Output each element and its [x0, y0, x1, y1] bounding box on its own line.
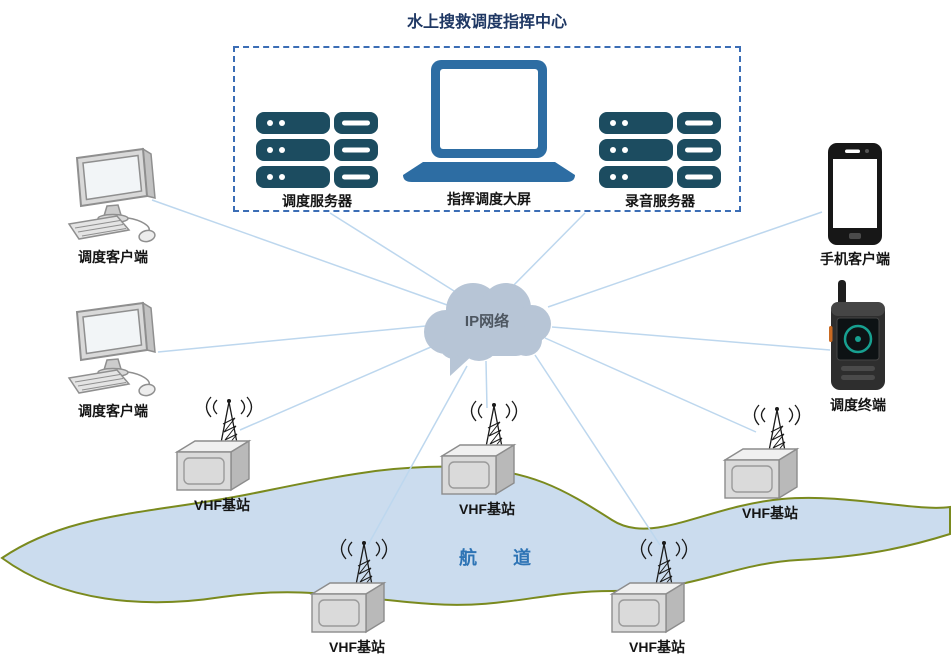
command-screen-label: 指挥调度大屏	[447, 191, 531, 207]
keyboard	[67, 215, 131, 240]
connection-line	[534, 354, 661, 546]
vhf-station-bottom-left-node: VHF基站	[302, 538, 412, 657]
equipment-box	[439, 443, 517, 496]
recording-server-node: 录音服务器	[592, 112, 728, 211]
ip-network-node: IP网络	[416, 274, 558, 378]
recording-server-label: 录音服务器	[625, 193, 695, 209]
ip-network-label: IP网络	[464, 313, 510, 330]
monitor	[75, 147, 156, 224]
vhf-station-center-node: VHF基站	[432, 400, 542, 519]
dispatch-server-node: 调度服务器	[249, 112, 385, 211]
vhf-station-bottom-left-label: VHF基站	[329, 639, 385, 655]
vhf-base-station-icon	[609, 538, 688, 634]
monitor	[75, 301, 156, 378]
equipment-box	[174, 439, 252, 492]
connection-line	[151, 199, 451, 307]
vhf-station-bottom-right-node: VHF基站	[602, 538, 712, 657]
vhf-base-station-icon	[309, 538, 388, 634]
smartphone-icon	[828, 143, 882, 245]
connection-line	[551, 326, 831, 351]
dispatch-server-label: 调度服务器	[282, 193, 352, 209]
connection-line	[544, 337, 757, 433]
dispatch-client-1-node: 调度客户端	[48, 146, 178, 267]
dispatch-terminal-label: 调度终端	[830, 397, 886, 413]
vhf-station-left-label: VHF基站	[194, 497, 250, 513]
desktop-computer-icon	[67, 147, 156, 243]
connection-line	[329, 212, 463, 297]
server-icon	[256, 112, 378, 188]
mouse	[138, 229, 156, 243]
vhf-station-bottom-right-label: VHF基站	[629, 639, 685, 655]
equipment-box	[309, 581, 387, 634]
equipment-box	[609, 581, 687, 634]
server-icon	[599, 112, 721, 188]
dispatch-client-1-label: 调度客户端	[78, 249, 148, 265]
connection-line	[239, 339, 448, 431]
dispatch-terminal-node: 调度终端	[803, 280, 913, 415]
radio-terminal-icon	[829, 280, 885, 390]
mobile-client-node: 手机客户端	[800, 142, 910, 269]
vhf-base-station-icon	[174, 396, 253, 492]
desktop-computer-icon	[67, 301, 156, 397]
connection-lines	[151, 199, 831, 546]
connection-line	[485, 360, 488, 409]
vhf-station-right-node: VHF基站	[715, 404, 825, 523]
vhf-station-center-label: VHF基站	[459, 501, 515, 517]
connection-line	[157, 324, 437, 353]
big-screen-icon	[403, 60, 575, 182]
command-screen-node: 指挥调度大屏	[397, 60, 581, 209]
vhf-station-right-label: VHF基站	[742, 505, 798, 521]
cloud-icon	[424, 283, 551, 376]
connection-line	[367, 365, 468, 546]
dispatch-client-2-node: 调度客户端	[48, 300, 178, 421]
waterway-label: 航 道	[459, 548, 531, 568]
mobile-client-label: 手机客户端	[820, 251, 890, 267]
connection-line	[507, 212, 586, 292]
equipment-box	[722, 447, 800, 500]
dispatch-client-2-label: 调度客户端	[78, 403, 148, 419]
command-center-box: 调度服务器 指挥调度大屏	[233, 46, 741, 212]
vhf-station-left-node: VHF基站	[167, 396, 277, 515]
mouse	[138, 383, 156, 397]
diagram-title: 水上搜救调度指挥中心	[406, 14, 567, 31]
connection-line	[547, 211, 823, 308]
keyboard	[67, 369, 131, 394]
vhf-base-station-icon	[439, 400, 518, 496]
vhf-base-station-icon	[722, 404, 801, 500]
